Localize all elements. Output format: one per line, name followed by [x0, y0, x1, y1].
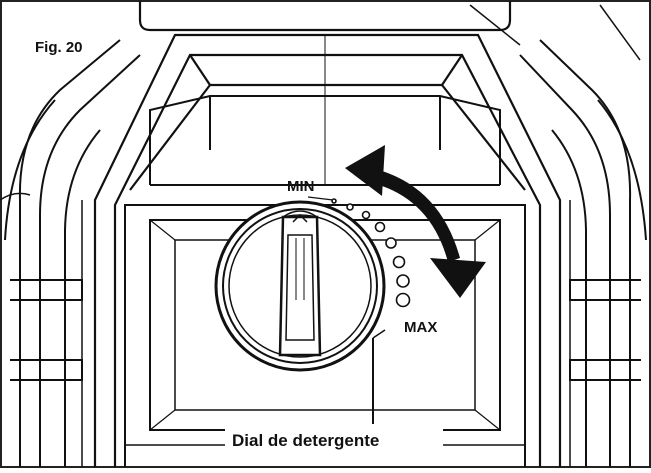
max-label: MAX — [404, 319, 437, 336]
detergent-dial[interactable] — [214, 200, 386, 372]
double-headed-curved-arrow-icon — [345, 145, 486, 298]
min-marker-line — [307, 196, 334, 201]
left-housing — [0, 39, 141, 467]
callout-backdrop — [225, 426, 443, 452]
detergent-scale — [331, 198, 411, 308]
top-hood — [93, 1, 562, 467]
detergent-dial-callout: Dial de detergente — [232, 431, 379, 450]
figure-label: Fig. 20 — [35, 39, 83, 56]
callout-leader-tick — [372, 329, 386, 339]
upper-panel — [149, 95, 501, 186]
min-label: MIN — [287, 178, 315, 195]
right-housing — [469, 4, 647, 467]
